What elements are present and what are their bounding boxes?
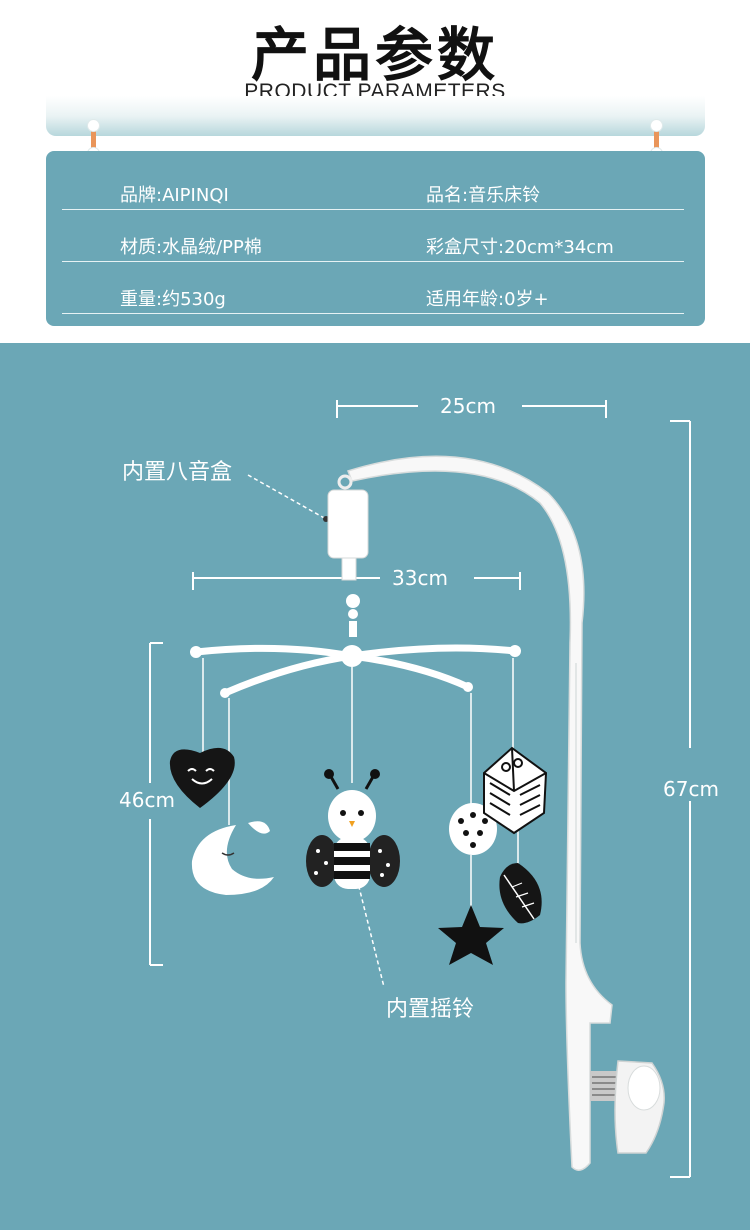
param-weight: 重量:约530g <box>120 289 226 310</box>
product-showcase: 25cm 33cm 46cm 67cm 内置八音盒 内置摇铃 <box>0 343 750 1230</box>
hanging-strings <box>202 658 519 908</box>
params-section: 产品参数 PRODUCT PARAMETERS 品牌:AIPINQI 品名:音乐… <box>0 0 750 343</box>
bee-toy <box>306 769 400 889</box>
star-toy <box>438 905 504 965</box>
cube-toy <box>483 746 548 835</box>
heart-toy <box>169 747 235 808</box>
param-product-name: 品名:音乐床铃 <box>426 185 541 206</box>
param-row: 材质:水晶绒/PP棉 彩盒尺寸:20cm*34cm <box>62 221 684 262</box>
param-row: 重量:约530g 适用年龄:0岁+ <box>62 273 684 314</box>
dimension-hanger-width: 33cm <box>392 566 448 590</box>
ball-toy <box>449 803 497 855</box>
mobile-arm <box>347 455 665 1171</box>
dimension-hanging-length: 46cm <box>119 788 175 812</box>
callout-lines <box>247 474 385 988</box>
param-age: 适用年龄:0岁+ <box>426 289 549 310</box>
hanger-hub <box>341 645 363 667</box>
moon-toy <box>191 821 274 895</box>
music-box <box>327 474 369 637</box>
dimension-lines <box>149 400 691 1178</box>
param-box-size: 彩盒尺寸:20cm*34cm <box>426 237 614 258</box>
page-title: 产品参数 <box>250 21 499 89</box>
rail-hook-left <box>88 120 99 159</box>
param-material: 材质:水晶绒/PP棉 <box>120 237 262 258</box>
callout-music-box: 内置八音盒 <box>122 460 233 485</box>
hanging-rail <box>46 96 705 136</box>
params-card: 品牌:AIPINQI 品名:音乐床铃 材质:水晶绒/PP棉 彩盒尺寸:20cm*… <box>46 151 705 326</box>
rail-hook-right <box>651 120 662 159</box>
leaf-toy <box>499 863 542 924</box>
param-row: 品牌:AIPINQI 品名:音乐床铃 <box>62 169 684 210</box>
callout-rattle: 内置摇铃 <box>386 997 475 1022</box>
dimension-total-height: 67cm <box>663 777 719 801</box>
crib-mobile-illustration <box>149 400 691 1178</box>
dimension-arm-width: 25cm <box>440 394 496 418</box>
param-brand: 品牌:AIPINQI <box>120 185 229 206</box>
